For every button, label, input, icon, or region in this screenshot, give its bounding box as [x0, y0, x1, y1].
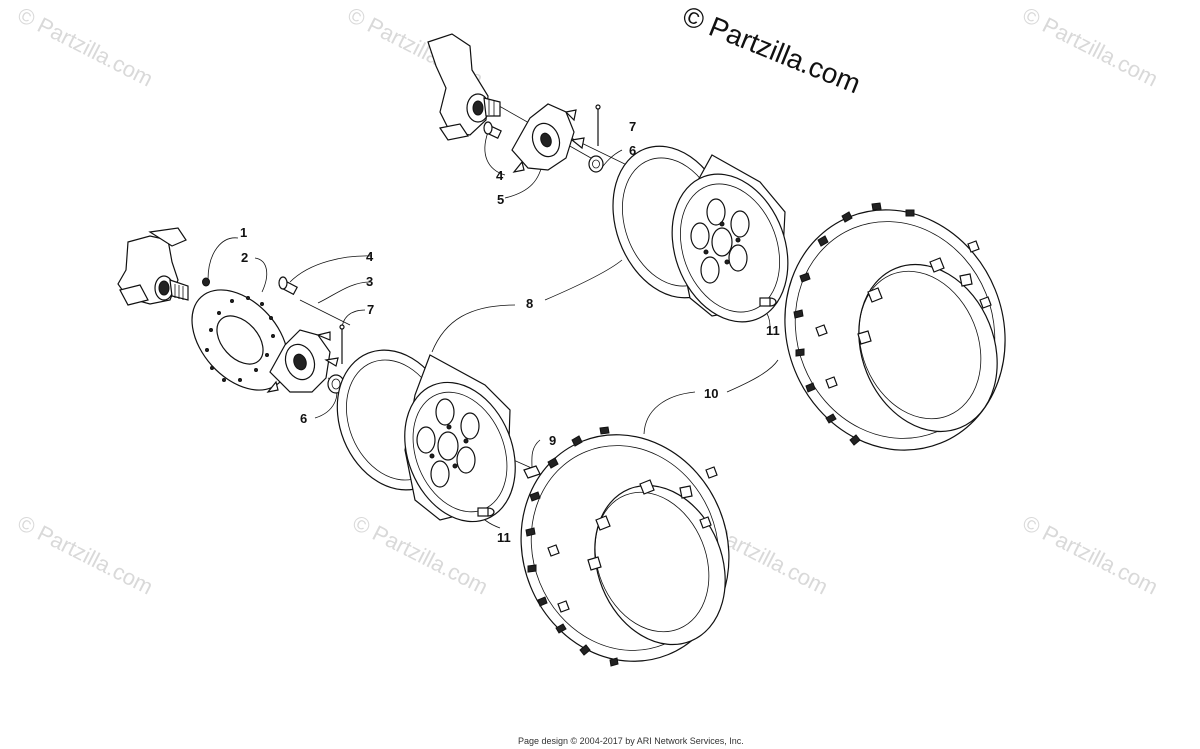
left-hub-bolt [202, 277, 210, 287]
callout-2[interactable]: 2 [241, 250, 249, 265]
left-cotter-pin [339, 324, 345, 364]
callout-8[interactable]: 8 [526, 296, 534, 311]
front-tire [520, 426, 730, 667]
left-wheel-hub [266, 329, 339, 393]
left-stud-bolt [278, 276, 298, 296]
top-axle-nut [588, 155, 604, 173]
top-wheel-hub [511, 103, 585, 173]
callout-7-top[interactable]: 7 [629, 119, 637, 134]
rear-tire [784, 202, 1006, 451]
top-cotter-pin [595, 104, 601, 146]
front-rim [336, 349, 516, 523]
top-stud-bolt [483, 121, 502, 139]
top-steering-knuckle [427, 33, 501, 141]
rear-rim [612, 145, 789, 323]
callout-4-top[interactable]: 4 [496, 168, 504, 183]
callout-11-right[interactable]: 11 [766, 323, 780, 338]
front-lug-nut [523, 465, 541, 479]
callout-6-left[interactable]: 6 [300, 411, 308, 426]
front-valve-stem [477, 507, 495, 517]
page-footer: Page design © 2004-2017 by ARI Network S… [518, 736, 744, 746]
callout-7-left[interactable]: 7 [367, 302, 375, 317]
callout-9[interactable]: 9 [549, 433, 557, 448]
callout-6-top[interactable]: 6 [629, 143, 637, 158]
callout-4-left[interactable]: 4 [366, 249, 374, 264]
callout-11-left[interactable]: 11 [497, 530, 511, 545]
brake-disc [191, 289, 289, 391]
callout-5[interactable]: 5 [497, 192, 505, 207]
callout-1[interactable]: 1 [240, 225, 248, 240]
callout-3[interactable]: 3 [366, 274, 374, 289]
rear-valve-stem [759, 297, 777, 307]
callout-10[interactable]: 10 [704, 386, 719, 401]
left-steering-knuckle [117, 227, 189, 306]
